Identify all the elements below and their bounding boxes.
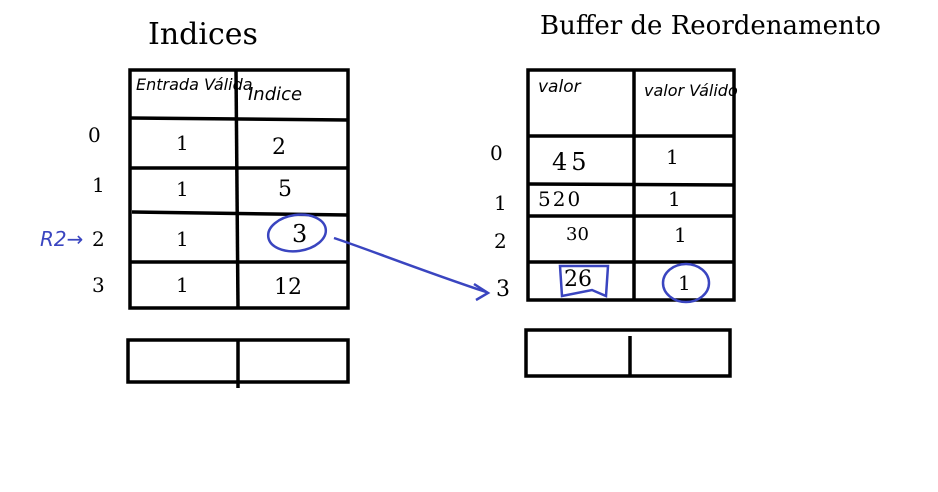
highlight-circle-right: [661, 262, 711, 304]
right-cell-2-0: 30: [566, 224, 589, 245]
right-row-label-1: 1: [494, 191, 507, 215]
left-row-label-2: 2: [92, 227, 105, 251]
left-table-border: [128, 68, 350, 310]
left-header-entrada: Entrada Válida: [136, 75, 253, 94]
left-cell-0-0: 1: [176, 131, 189, 155]
left-table-row-line: [129, 116, 349, 122]
left-cell-1-1: 5: [278, 177, 292, 202]
right-header-valor: valor: [538, 77, 582, 97]
right-row-label-2: 2: [494, 229, 507, 253]
annotations: [266, 213, 711, 304]
left-table-title: Indices: [148, 17, 258, 52]
left-cell-3-1: 12: [274, 275, 302, 300]
right-table-title: Buffer de Reordenamento: [540, 11, 881, 41]
right-empty-box-border: [524, 328, 732, 378]
right-cell-0-0: 45: [552, 148, 591, 176]
left-row-label-3: 3: [92, 273, 105, 297]
right-row-label-3: 3: [496, 277, 510, 302]
mapping-arrowhead: [473, 282, 491, 302]
left-cell-2-1: 3: [292, 220, 307, 248]
right-header-valor-valido: valor Válido: [644, 81, 738, 100]
right-cell-3-0: 26: [564, 267, 592, 292]
left-row-label-0: 0: [88, 123, 101, 147]
right-row-label-0: 0: [490, 141, 503, 165]
right-table-row-line: [527, 182, 735, 187]
left-table-col-divider: [234, 69, 240, 309]
left-header-1: Entrada Válida: [136, 75, 253, 94]
mapping-arrow: [333, 236, 487, 294]
left-header-indice: Indice: [248, 84, 302, 105]
left-empty-box: [126, 338, 350, 388]
left-table: [128, 68, 350, 310]
right-cell-2-1: 1: [674, 223, 687, 247]
right-table: [526, 68, 736, 302]
left-cell-3-0: 1: [176, 273, 189, 297]
right-empty-box: [524, 328, 732, 378]
right-cell-0-1: 1: [666, 145, 679, 169]
right-cell-1-0: 520: [538, 187, 582, 211]
highlight-box-26: [558, 264, 610, 298]
left-row-label-1: 1: [92, 173, 105, 197]
left-cell-0-1: 2: [272, 135, 286, 160]
left-cell-2-0: 1: [176, 227, 189, 251]
left-cell-1-0: 1: [176, 177, 189, 201]
highlight-circle-left: [266, 213, 328, 253]
left-table-row-line: [131, 210, 349, 217]
pointer-label: R2→: [40, 227, 83, 251]
right-cell-3-1: 1: [678, 271, 691, 295]
right-cell-1-1: 1: [668, 187, 681, 211]
